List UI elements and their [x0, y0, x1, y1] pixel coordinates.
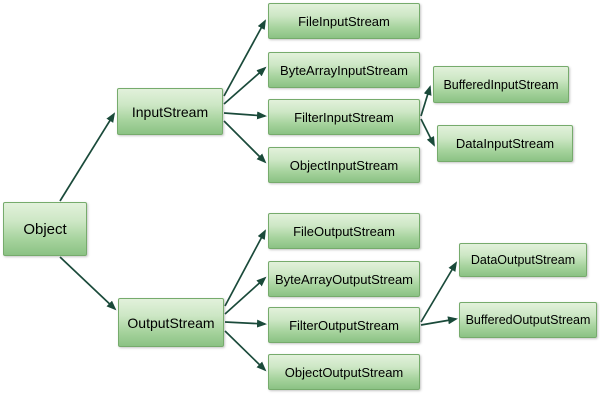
arrow-outputstream-to-bytearrayoutputstream: [224, 276, 267, 315]
arrow-outputstream-to-filteroutputstream: [224, 319, 267, 328]
arrow-filterinputstream-to-datainputstream: [420, 118, 435, 147]
node-objectinputstream: ObjectInputStream: [268, 147, 420, 183]
node-filterinputstream: FilterInputStream: [268, 99, 420, 135]
node-fileoutputstream: FileOutputStream: [268, 213, 420, 249]
node-filteroutputstream: FilterOutputStream: [268, 307, 420, 343]
arrow-filterinputstream-to-bufferedinputstream: [420, 85, 432, 117]
node-inputstream: InputStream: [117, 88, 223, 135]
arrow-inputstream-to-fileinputstream: [223, 19, 266, 97]
arrow-inputstream-to-bytearrayinputstream: [223, 66, 267, 105]
node-outputstream: OutputStream: [118, 298, 224, 347]
node-bytearrayoutputstream: ByteArrayOutputStream: [268, 261, 420, 297]
arrow-outputstream-to-fileoutputstream: [224, 229, 266, 307]
node-dataoutputstream: DataOutputStream: [459, 243, 587, 277]
node-bytearrayinputstream: ByteArrayInputStream: [268, 52, 420, 88]
node-objectoutputstream: ObjectOutputStream: [268, 354, 420, 390]
arrow-inputstream-to-objectinputstream: [223, 120, 267, 164]
node-bufferedoutputstream: BufferedOutputStream: [459, 302, 597, 338]
arrow-outputstream-to-objectoutputstream: [224, 330, 267, 372]
node-fileinputstream: FileInputStream: [268, 3, 420, 39]
arrow-object-to-inputstream: [59, 112, 116, 202]
arrow-filteroutputstream-to-dataoutputstream: [420, 261, 458, 323]
arrow-object-to-outputstream: [59, 256, 117, 311]
arrow-inputstream-to-filterinputstream: [223, 111, 267, 120]
arrow-filteroutputstream-to-bufferedoutputstream: [420, 316, 458, 326]
node-datainputstream: DataInputStream: [437, 125, 573, 162]
node-object: Object: [3, 202, 87, 256]
node-bufferedinputstream: BufferedInputStream: [433, 66, 569, 103]
